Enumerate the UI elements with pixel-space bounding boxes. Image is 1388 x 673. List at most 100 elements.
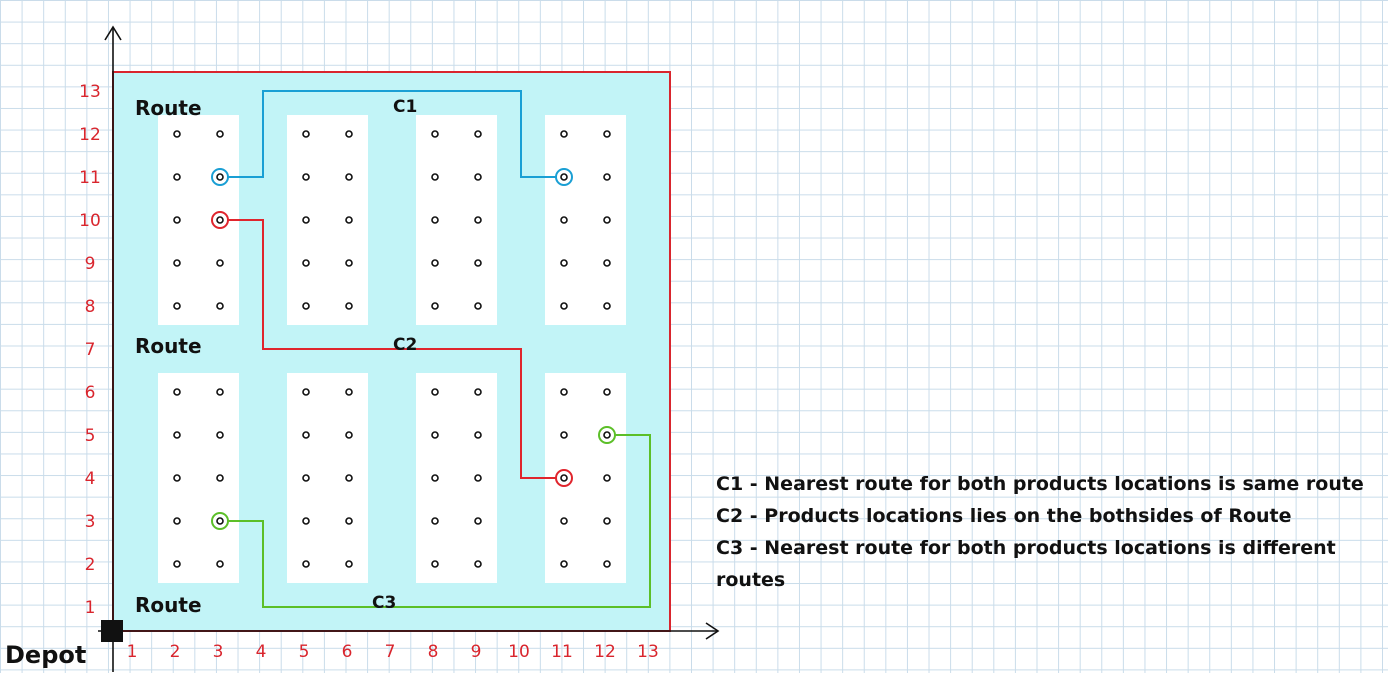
target-center bbox=[603, 431, 611, 439]
storage-location bbox=[431, 474, 439, 482]
x-tick-label: 8 bbox=[428, 642, 439, 662]
x-tick-label: 1 bbox=[127, 642, 138, 662]
target-center bbox=[560, 173, 568, 181]
storage-location bbox=[302, 259, 310, 267]
storage-location bbox=[603, 474, 611, 482]
y-tick-label: 10 bbox=[79, 211, 101, 231]
route-label-middle: Route bbox=[135, 334, 202, 358]
storage-location bbox=[345, 474, 353, 482]
storage-location bbox=[302, 302, 310, 310]
target-location-c3 bbox=[211, 512, 229, 530]
storage-location bbox=[603, 216, 611, 224]
x-tick-label: 11 bbox=[551, 642, 573, 662]
x-tick-label: 10 bbox=[508, 642, 530, 662]
y-tick-label: 3 bbox=[85, 512, 96, 532]
storage-location bbox=[560, 130, 568, 138]
storage-location bbox=[431, 302, 439, 310]
storage-location bbox=[345, 431, 353, 439]
target-location-c1 bbox=[555, 168, 573, 186]
storage-location bbox=[173, 259, 181, 267]
storage-location bbox=[474, 259, 482, 267]
target-location-c2 bbox=[211, 211, 229, 229]
storage-location bbox=[560, 302, 568, 310]
storage-location bbox=[345, 216, 353, 224]
storage-location bbox=[431, 259, 439, 267]
storage-location bbox=[474, 517, 482, 525]
rack-block bbox=[287, 373, 368, 583]
storage-location bbox=[560, 517, 568, 525]
y-tick-label: 1 bbox=[85, 598, 96, 618]
legend-item-c1: C1 - Nearest route for both products loc… bbox=[716, 473, 1364, 495]
storage-location bbox=[302, 216, 310, 224]
x-tick-label: 6 bbox=[342, 642, 353, 662]
target-center bbox=[216, 517, 224, 525]
route-label-top: Route bbox=[135, 96, 202, 120]
y-tick-label: 8 bbox=[85, 297, 96, 317]
storage-location bbox=[474, 388, 482, 396]
y-tick-label: 9 bbox=[85, 254, 96, 274]
target-locations bbox=[211, 168, 616, 530]
storage-location bbox=[302, 431, 310, 439]
storage-location bbox=[216, 259, 224, 267]
legend-item-c3: C3 - Nearest route for both products loc… bbox=[716, 537, 1336, 591]
y-tick-label: 11 bbox=[79, 168, 101, 188]
storage-location bbox=[560, 388, 568, 396]
storage-location bbox=[431, 560, 439, 568]
path-label-c2: C2 bbox=[393, 335, 417, 355]
rack-block bbox=[416, 373, 497, 583]
storage-location bbox=[216, 474, 224, 482]
storage-location bbox=[603, 173, 611, 181]
target-location-c2 bbox=[555, 469, 573, 487]
x-tick-label: 13 bbox=[637, 642, 659, 662]
storage-location bbox=[173, 173, 181, 181]
storage-location bbox=[603, 302, 611, 310]
x-tick-label: 2 bbox=[170, 642, 181, 662]
storage-location bbox=[474, 216, 482, 224]
depot-marker bbox=[101, 620, 123, 642]
storage-location bbox=[345, 259, 353, 267]
target-center bbox=[216, 216, 224, 224]
storage-location bbox=[560, 560, 568, 568]
axes bbox=[98, 25, 720, 672]
storage-location bbox=[302, 474, 310, 482]
x-tick-label: 7 bbox=[385, 642, 396, 662]
y-tick-label: 6 bbox=[85, 383, 96, 403]
storage-location bbox=[603, 560, 611, 568]
storage-location bbox=[560, 431, 568, 439]
target-center bbox=[560, 474, 568, 482]
storage-location bbox=[216, 130, 224, 138]
storage-location bbox=[216, 388, 224, 396]
storage-location bbox=[603, 130, 611, 138]
x-axis-arrow-icon bbox=[705, 622, 720, 640]
storage-location bbox=[431, 130, 439, 138]
route-path-c3 bbox=[220, 434, 651, 608]
storage-location bbox=[216, 560, 224, 568]
storage-locations bbox=[173, 130, 611, 568]
route-path-c1 bbox=[220, 90, 564, 178]
storage-location bbox=[173, 474, 181, 482]
storage-location bbox=[431, 216, 439, 224]
storage-location bbox=[173, 130, 181, 138]
y-tick-label: 13 bbox=[79, 82, 101, 102]
path-label-c3: C3 bbox=[372, 593, 396, 613]
y-axis-arrow-icon bbox=[104, 25, 122, 41]
x-tick-label: 9 bbox=[471, 642, 482, 662]
storage-location bbox=[173, 431, 181, 439]
storage-location bbox=[173, 216, 181, 224]
storage-location bbox=[474, 474, 482, 482]
storage-location bbox=[302, 173, 310, 181]
storage-location bbox=[345, 302, 353, 310]
y-tick-label: 12 bbox=[79, 125, 101, 145]
storage-location bbox=[345, 560, 353, 568]
x-tick-label: 5 bbox=[299, 642, 310, 662]
storage-location bbox=[603, 259, 611, 267]
legend-item-c2: C2 - Products locations lies on the both… bbox=[716, 505, 1292, 527]
storage-location bbox=[560, 259, 568, 267]
storage-location bbox=[474, 302, 482, 310]
x-tick-label: 4 bbox=[256, 642, 267, 662]
storage-location bbox=[431, 173, 439, 181]
x-tick-label: 12 bbox=[594, 642, 616, 662]
storage-location bbox=[345, 517, 353, 525]
